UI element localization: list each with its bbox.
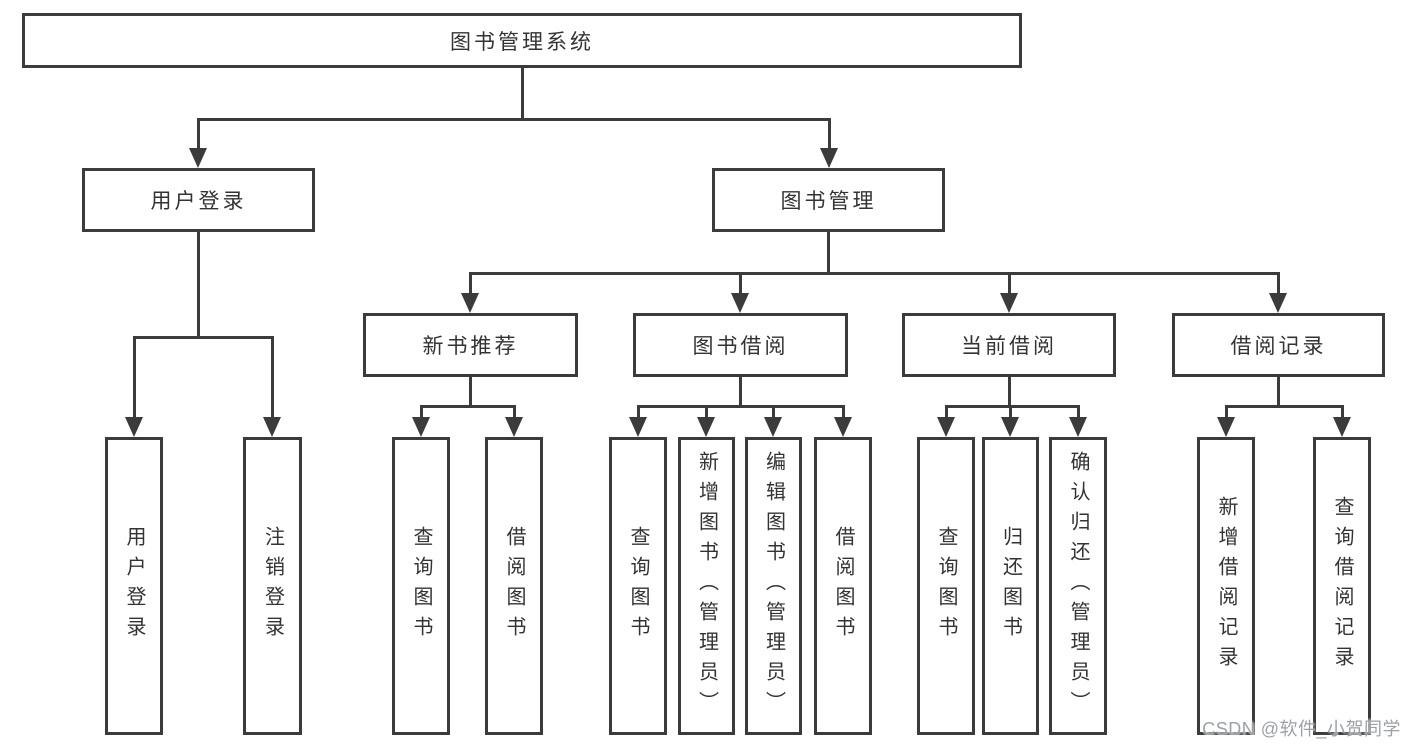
arrow-down-icon (263, 417, 281, 437)
edge-line (469, 377, 472, 405)
edge-line (1009, 405, 1012, 420)
edge-line (705, 405, 708, 420)
edge-line (1341, 405, 1344, 420)
leaf-current-confirm-return-label: 确认归还（管理员） (1067, 451, 1089, 721)
edge-line (637, 405, 640, 420)
leaf-borrowing-borrow-books-label: 借阅图书 (832, 526, 854, 646)
edge-line (197, 118, 830, 121)
leaf-current-query-books-label: 查询图书 (935, 526, 957, 646)
node-root: 图书管理系统 (22, 13, 1022, 68)
arrow-down-icon (505, 417, 523, 437)
arrow-down-icon (697, 417, 715, 437)
edge-line (772, 405, 775, 420)
edge-line (828, 118, 831, 152)
leaf-recommend-borrow-books-label: 借阅图书 (503, 526, 525, 646)
edge-line (513, 405, 516, 420)
arrow-down-icon (820, 148, 838, 168)
edge-line (1225, 405, 1343, 408)
leaf-borrowing-query-books: 查询图书 (609, 437, 667, 735)
edge-line (197, 232, 200, 336)
leaf-user-login: 用户登录 (105, 437, 163, 735)
arrow-down-icon (1269, 293, 1287, 313)
arrow-down-icon (629, 417, 647, 437)
edge-line (197, 118, 200, 152)
node-book-management-label: 图书管理 (780, 190, 877, 213)
arrow-down-icon (189, 148, 207, 168)
edge-line (521, 68, 524, 118)
edge-line (739, 272, 742, 298)
arrow-down-icon (461, 293, 479, 313)
edge-line (469, 272, 1279, 275)
leaf-current-return-books: 归还图书 (982, 437, 1039, 735)
node-book-borrowing: 图书借阅 (633, 313, 848, 377)
leaf-recommend-borrow-books: 借阅图书 (485, 437, 543, 735)
leaf-current-return-books-label: 归还图书 (999, 526, 1022, 646)
leaf-borrowing-query-books-label: 查询图书 (627, 526, 649, 646)
edge-line (1008, 377, 1011, 405)
edge-line (1077, 405, 1080, 420)
node-root-label: 图书管理系统 (450, 30, 594, 54)
edge-line (945, 405, 1079, 408)
edge-line (637, 405, 844, 408)
edge-line (1225, 405, 1228, 420)
node-user-login-label: 用户登录 (150, 190, 247, 213)
arrow-down-icon (1069, 417, 1087, 437)
arrow-down-icon (764, 417, 782, 437)
leaf-current-confirm-return: 确认归还（管理员） (1049, 437, 1107, 735)
leaf-borrowing-borrow-books: 借阅图书 (814, 437, 872, 735)
edge-line (420, 405, 515, 408)
edge-line (945, 405, 948, 420)
edge-line (1277, 272, 1280, 298)
arrow-down-icon (1217, 417, 1235, 437)
leaf-borrowing-add-books-label: 新增图书（管理员） (695, 451, 718, 721)
leaf-borrowing-edit-books: 编辑图书（管理员） (745, 437, 802, 735)
leaf-recommend-query-books: 查询图书 (392, 437, 450, 735)
csdn-watermark: CSDN @软件_小贺同学 (1202, 719, 1401, 739)
edge-line (469, 272, 472, 298)
node-borrowing-records-label: 借阅记录 (1230, 335, 1327, 358)
arrow-down-icon (1333, 417, 1351, 437)
edge-line (420, 405, 423, 420)
node-user-login: 用户登录 (82, 168, 315, 232)
node-new-book-recommend-label: 新书推荐 (422, 335, 519, 358)
node-book-management: 图书管理 (712, 168, 945, 232)
edge-line (842, 405, 845, 420)
node-current-borrowing: 当前借阅 (902, 313, 1116, 377)
leaf-user-login-label: 用户登录 (123, 526, 145, 646)
leaf-recommend-query-books-label: 查询图书 (410, 526, 432, 646)
leaf-records-query-record-label: 查询借阅记录 (1331, 496, 1353, 676)
leaf-current-query-books: 查询图书 (917, 437, 975, 735)
arrow-down-icon (834, 417, 852, 437)
node-new-book-recommend: 新书推荐 (363, 313, 578, 377)
arrow-down-icon (1001, 417, 1019, 437)
leaf-records-add-record: 新增借阅记录 (1197, 437, 1255, 735)
arrow-down-icon (937, 417, 955, 437)
arrow-down-icon (412, 417, 430, 437)
arrow-down-icon (731, 293, 749, 313)
arrow-down-icon (1000, 293, 1018, 313)
node-current-borrowing-label: 当前借阅 (961, 335, 1057, 358)
edge-line (133, 336, 273, 339)
leaf-records-add-record-label: 新增借阅记录 (1215, 496, 1237, 676)
edge-line (1277, 377, 1280, 405)
node-borrowing-records: 借阅记录 (1172, 313, 1385, 377)
leaf-logout-label: 注销登录 (261, 526, 284, 646)
leaf-records-query-record: 查询借阅记录 (1313, 437, 1371, 735)
edge-line (739, 377, 742, 405)
edge-line (271, 336, 274, 420)
leaf-borrowing-add-books: 新增图书（管理员） (678, 437, 735, 735)
node-book-borrowing-label: 图书借阅 (692, 335, 789, 358)
edge-line (133, 336, 136, 420)
arrow-down-icon (125, 417, 143, 437)
leaf-borrowing-edit-books-label: 编辑图书（管理员） (762, 451, 785, 721)
leaf-logout: 注销登录 (243, 437, 302, 735)
edge-line (827, 232, 830, 272)
edge-line (1008, 272, 1011, 298)
